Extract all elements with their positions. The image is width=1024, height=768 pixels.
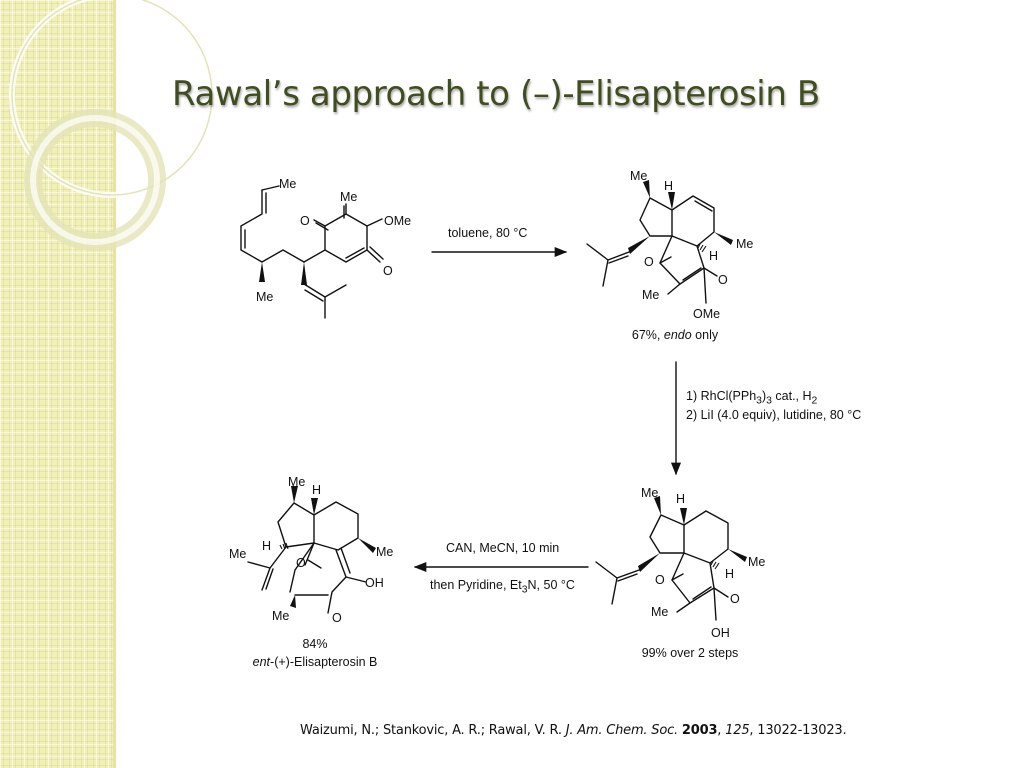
citation-journal: J. Am. Chem. Soc.: [565, 723, 678, 738]
atom-label-me: Me: [229, 547, 246, 561]
atom-label-h: H: [664, 179, 673, 193]
slide-title: Rawal’s approach to (–)-Elisapterosin B: [172, 74, 820, 114]
atom-label-ome: OMe: [384, 214, 411, 228]
intermediate-structure: Me H Me H O O Me OH: [595, 486, 765, 640]
atom-label-h: H: [709, 249, 718, 263]
atom-label-me: Me: [288, 475, 305, 489]
step2-line1-part: ): [761, 389, 767, 403]
decorative-rings: [9, 0, 215, 251]
atom-label-h: H: [676, 492, 685, 506]
step2-line1-part: cat., H: [771, 389, 812, 403]
step3-conditions-bottom: then Pyridine, Et3N, 50 °C: [430, 578, 575, 598]
atom-label-o: O: [296, 556, 306, 570]
atom-label-me: Me: [256, 290, 273, 304]
final-product-structure: Me H Me H Me O OH Me O: [229, 475, 393, 625]
step1-yield: 67%, endo only: [600, 328, 750, 343]
atom-label-h: H: [725, 567, 734, 581]
atom-label-me: Me: [641, 486, 658, 500]
atom-label-oh: OH: [365, 576, 384, 590]
cycloadduct-structure: Me H Me H O O Me OMe: [586, 169, 753, 321]
atom-label-me: Me: [748, 555, 765, 569]
atom-label-me: Me: [279, 177, 296, 191]
atom-label-me: Me: [736, 237, 753, 251]
step2-conditions-line1: 1) RhCl(PPh3)3 cat., H2: [686, 389, 817, 409]
citation-year: 2003: [681, 723, 718, 738]
step3-bottom-part: then Pyridine, Et: [430, 578, 522, 592]
band-edge-divider: [113, 0, 116, 768]
step3-bottom-subscript: 3: [521, 584, 528, 596]
atom-label-o: O: [718, 273, 728, 287]
citation-separator: ,: [717, 723, 726, 738]
atom-label-o: O: [655, 573, 665, 587]
atom-label-h: H: [312, 483, 321, 497]
atom-label-o: O: [300, 214, 310, 228]
step2-line1-subscript: 2: [811, 395, 818, 407]
atom-label-o: O: [730, 592, 740, 606]
step1-yield-value: 67%,: [631, 328, 664, 342]
atom-label-o: O: [644, 255, 654, 269]
atom-label-me: Me: [642, 288, 659, 302]
atom-label-o: O: [383, 264, 393, 278]
step1-yield-tail: only: [691, 328, 719, 342]
starting-material-structure: Me Me OMe O O Me: [240, 177, 411, 319]
atom-label-me: Me: [376, 545, 393, 559]
step1-yield-endo: endo: [663, 328, 692, 342]
step2-conditions-line2: 2) LiI (4.0 equiv), lutidine, 80 °C: [686, 408, 862, 422]
step2-line1-part: 1) RhCl(PPh: [686, 389, 757, 403]
step3-yield: 84%: [302, 637, 328, 651]
step2-yield: 99% over 2 steps: [641, 646, 739, 660]
step2-line1-subscript: 3: [756, 395, 762, 407]
atom-label-ome: OMe: [693, 307, 720, 321]
atom-label-h: H: [262, 539, 271, 553]
atom-label-me: Me: [272, 609, 289, 623]
final-product-name: ent-(+)-Elisapterosin B: [225, 655, 405, 670]
atom-label-me: Me: [340, 190, 357, 204]
final-product-name-rest: -(+)-Elisapterosin B: [270, 655, 378, 669]
step2-line1-subscript: 3: [766, 395, 772, 407]
atom-label-o: O: [332, 611, 342, 625]
literature-citation: Waizumi, N.; Stankovic, A. R.; Rawal, V.…: [300, 723, 847, 738]
atom-label-oh: OH: [711, 626, 730, 640]
atom-label-me: Me: [651, 605, 668, 619]
step3-bottom-part: N, 50 °C: [527, 578, 575, 592]
step3-conditions-top: CAN, MeCN, 10 min: [446, 541, 560, 555]
atom-label-me: Me: [630, 169, 647, 183]
final-product-name-ent: ent: [252, 655, 271, 669]
citation-volume: 125: [725, 723, 750, 738]
step1-conditions: toluene, 80 °C: [448, 226, 528, 240]
citation-pages: , 13022-13023.: [749, 723, 847, 738]
citation-authors: Waizumi, N.; Stankovic, A. R.; Rawal, V.…: [300, 723, 566, 738]
